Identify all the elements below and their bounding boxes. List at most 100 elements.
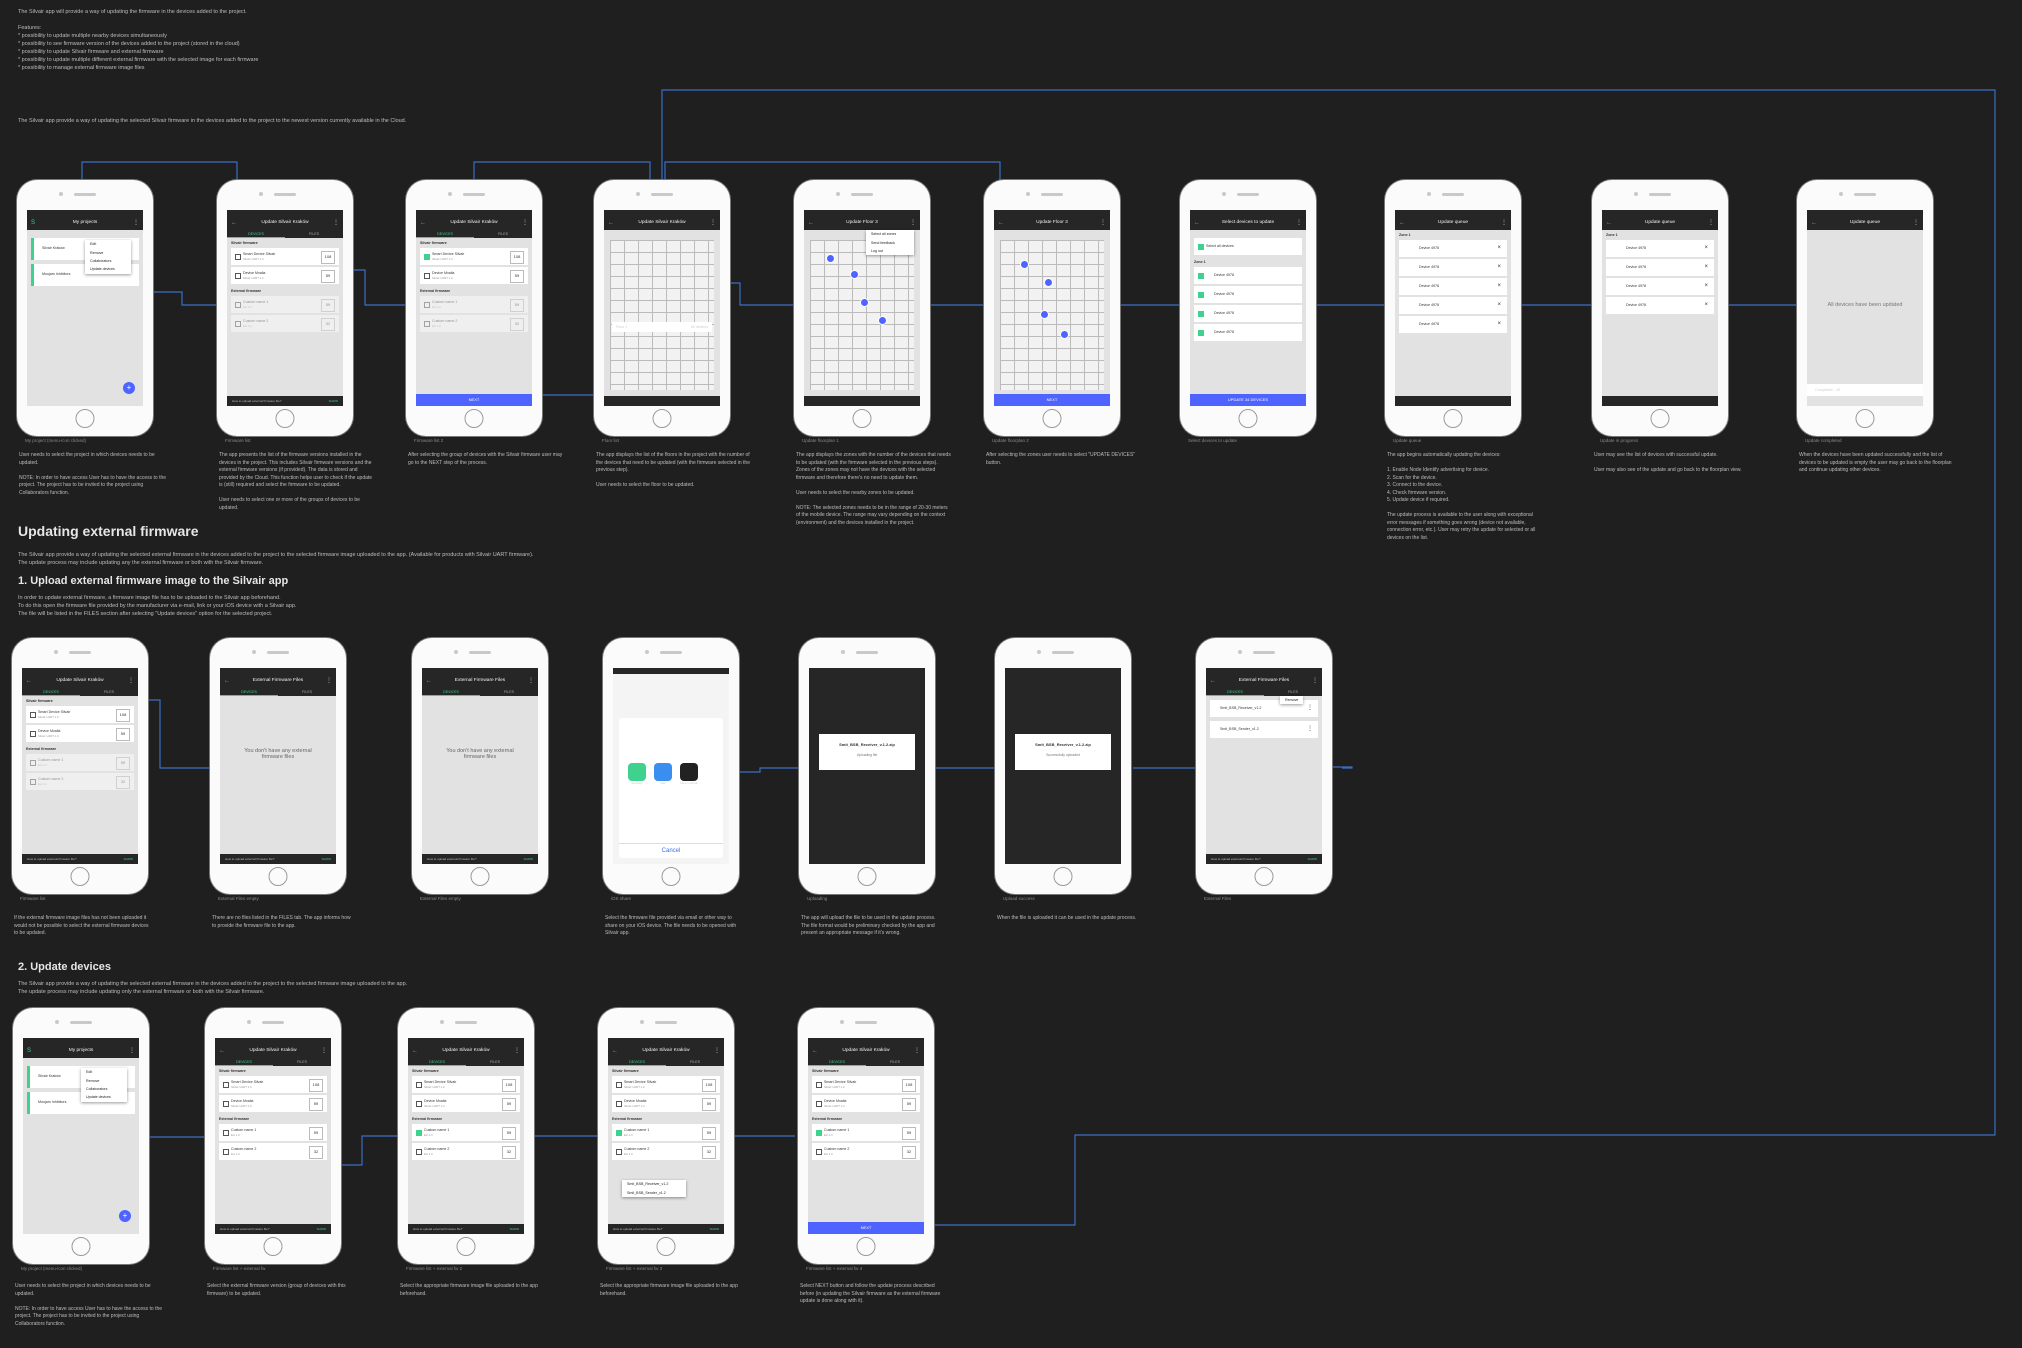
more-icon[interactable]: ⋮	[1312, 678, 1318, 684]
remove-icon[interactable]: ×	[1497, 245, 1501, 251]
tab-devices[interactable]: DEVICES	[408, 1058, 466, 1066]
tab-files[interactable]: FILES	[302, 690, 312, 694]
more-icon[interactable]: ⋮	[910, 220, 916, 226]
file-row[interactable]: Smit_BSB_Receiver_v1.2⋮	[1210, 700, 1318, 717]
more-icon[interactable]: ⋮	[1307, 726, 1313, 732]
checkbox[interactable]	[1198, 330, 1204, 336]
queue-row[interactable]: Device 4978×	[1606, 240, 1714, 257]
select-all-row[interactable]: Select all devices	[1194, 238, 1302, 255]
next-button[interactable]: UPDATE 34 DEVICES	[1190, 394, 1306, 406]
floorplan-map[interactable]	[810, 240, 914, 390]
zone-pin[interactable]	[850, 270, 859, 279]
home-button[interactable]	[656, 1237, 676, 1256]
zone-pin[interactable]	[1044, 278, 1053, 287]
remove-icon[interactable]: ×	[1704, 245, 1708, 251]
back-arrow-icon[interactable]: ←	[812, 1048, 818, 1054]
menu-item[interactable]: Update devices	[86, 1095, 111, 1100]
show-button[interactable]: SHOW	[321, 857, 331, 861]
home-button[interactable]	[856, 1237, 876, 1256]
tab-devices[interactable]: DEVICES	[416, 230, 474, 238]
home-button[interactable]	[70, 867, 90, 886]
back-arrow-icon[interactable]: ←	[224, 678, 230, 684]
checkbox[interactable]	[424, 254, 430, 260]
dropdown-option[interactable]: Smit_BSB_Sender_v1.2	[627, 1190, 666, 1195]
tab-files[interactable]: FILES	[309, 232, 319, 236]
checkbox[interactable]	[235, 302, 241, 308]
home-button[interactable]	[1443, 409, 1463, 428]
logo-icon[interactable]: S	[31, 220, 36, 226]
home-button[interactable]	[470, 867, 490, 886]
checkbox[interactable]	[235, 321, 241, 327]
back-arrow-icon[interactable]: ←	[608, 220, 614, 226]
menu-item[interactable]: Send feedback	[871, 240, 895, 245]
show-button[interactable]: SHOW	[523, 857, 533, 861]
checkbox[interactable]	[30, 779, 36, 785]
back-arrow-icon[interactable]: ←	[1606, 220, 1612, 226]
checkbox[interactable]	[424, 321, 430, 327]
checkbox[interactable]	[1198, 244, 1204, 250]
back-arrow-icon[interactable]: ←	[219, 1048, 225, 1054]
device-row[interactable]: Device 4978	[1194, 305, 1302, 322]
queue-row[interactable]: Device 4978×	[1606, 297, 1714, 314]
checkbox[interactable]	[424, 302, 430, 308]
queue-row[interactable]: Device 4978×	[1399, 278, 1507, 295]
home-button[interactable]	[456, 1237, 476, 1256]
show-button[interactable]: SHOW	[509, 1227, 519, 1231]
checkbox[interactable]	[223, 1130, 229, 1136]
checkbox[interactable]	[30, 731, 36, 737]
tab-devices[interactable]: DEVICES	[215, 1058, 273, 1066]
checkbox[interactable]	[30, 712, 36, 718]
queue-row[interactable]: Device 4978×	[1399, 259, 1507, 276]
zone-pin[interactable]	[1020, 260, 1029, 269]
back-arrow-icon[interactable]: ←	[426, 678, 432, 684]
tab-devices[interactable]: DEVICES	[808, 1058, 866, 1066]
tab-devices[interactable]: DEVICES	[227, 230, 285, 238]
device-row[interactable]: Device 4978	[1194, 286, 1302, 303]
back-arrow-icon[interactable]: ←	[1210, 678, 1216, 684]
checkbox[interactable]	[416, 1082, 422, 1088]
menu-item[interactable]: Select all zones	[871, 232, 897, 237]
add-project-button[interactable]: +	[119, 1210, 131, 1222]
tab-files[interactable]: FILES	[1288, 690, 1298, 694]
more-icon[interactable]: ⋮	[128, 678, 134, 684]
tab-files[interactable]: FILES	[890, 1060, 900, 1064]
more-icon[interactable]: ⋮	[1307, 705, 1313, 711]
tab-files[interactable]: FILES	[104, 690, 114, 694]
home-button[interactable]	[1053, 867, 1073, 886]
more-icon[interactable]: ⋮	[333, 220, 339, 226]
tab-files[interactable]: FILES	[690, 1060, 700, 1064]
home-button[interactable]	[263, 1237, 283, 1256]
checkbox[interactable]	[30, 760, 36, 766]
more-icon[interactable]: ⋮	[710, 220, 716, 226]
tab-files[interactable]: FILES	[504, 690, 514, 694]
queue-row[interactable]: Device 4978×	[1606, 278, 1714, 295]
remove-icon[interactable]: ×	[1497, 283, 1501, 289]
device-row[interactable]: Device 4978	[1194, 324, 1302, 341]
home-button[interactable]	[1042, 409, 1062, 428]
tab-devices[interactable]: DEVICES	[22, 688, 80, 696]
menu-item[interactable]: Collaborators	[86, 1086, 108, 1091]
tab-files[interactable]: FILES	[498, 232, 508, 236]
back-arrow-icon[interactable]: ←	[26, 678, 32, 684]
share-app[interactable]: Save to Silvair	[679, 763, 699, 785]
checkbox[interactable]	[235, 254, 241, 260]
zone-pin[interactable]	[826, 254, 835, 263]
completed-bar[interactable]: Completed – 45	[1807, 384, 1923, 396]
more-icon[interactable]: ⋮	[1708, 220, 1714, 226]
tab-files[interactable]: FILES	[490, 1060, 500, 1064]
silvair-app-icon[interactable]	[680, 763, 698, 781]
next-button[interactable]: NEXT	[416, 394, 532, 406]
